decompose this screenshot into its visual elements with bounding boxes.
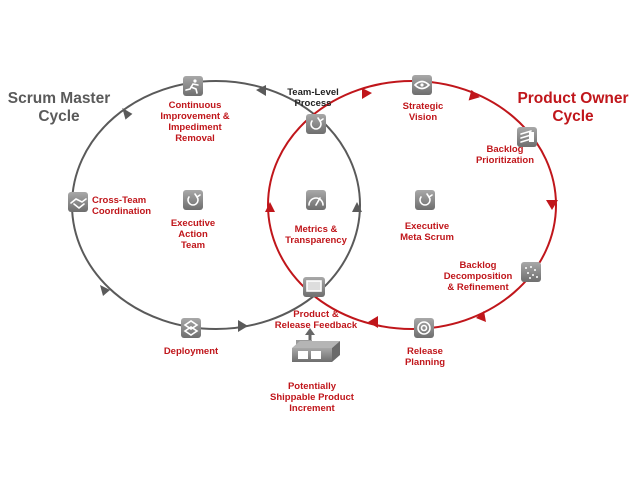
cycle-icon-team-level: [306, 114, 326, 134]
dropbox-icon: [181, 318, 201, 338]
gray-arrow-lower-left: [100, 285, 110, 296]
icon-glyphs: [70, 79, 538, 336]
red-arrow-top-left: [362, 88, 372, 99]
scrum-master-cycle-title: Scrum Master Cycle: [7, 90, 111, 125]
executive-action-team-label: Executive Action Team: [170, 218, 216, 251]
team-level-process-label: Team-Level Process: [287, 87, 339, 109]
cross-team-coordination-label: Cross-Team Coordination: [92, 195, 152, 217]
gray-arrow-bottom: [238, 320, 248, 332]
potentially-shippable-label: Potentially Shippable Product Increment: [270, 381, 354, 414]
gray-arrow-upper-left: [122, 107, 133, 120]
backlog-prioritization-label: Backlog Prioritization: [475, 144, 535, 166]
handshake-icon: [68, 192, 88, 212]
shippable-box-icon: [292, 328, 340, 362]
deployment-label: Deployment: [163, 346, 219, 357]
red-arrow-top-right: [468, 89, 480, 101]
runner-icon: [183, 76, 203, 96]
gauge-icon: [306, 190, 326, 210]
gray-arrow-inner-right: [352, 202, 362, 212]
scatter-icon: [521, 262, 541, 282]
product-release-feedback-label: Product & Release Feedback: [274, 309, 358, 331]
red-arrow-bottom: [368, 316, 378, 328]
cycle-icon-executive-action: [183, 190, 203, 210]
red-arrow-inner-left: [265, 202, 275, 212]
red-arrow-lower-right: [476, 311, 486, 322]
executive-meta-scrum-label: Executive Meta Scrum: [400, 221, 454, 243]
cycle-icon-meta-scrum: [415, 190, 435, 210]
continuous-improvement-label: Continuous Improvement & Impediment Remo…: [160, 100, 230, 144]
strategic-vision-label: Strategic Vision: [402, 101, 444, 123]
metrics-transparency-label: Metrics & Transparency: [285, 224, 347, 246]
backlog-decomposition-label: Backlog Decomposition & Refinement: [443, 260, 513, 293]
release-planning-label: Release Planning: [404, 346, 446, 368]
target-icon: [414, 318, 434, 338]
red-arrow-right: [546, 200, 558, 210]
product-owner-cycle-title: Product Owner Cycle: [517, 90, 629, 125]
gray-arrow-top: [256, 85, 266, 96]
